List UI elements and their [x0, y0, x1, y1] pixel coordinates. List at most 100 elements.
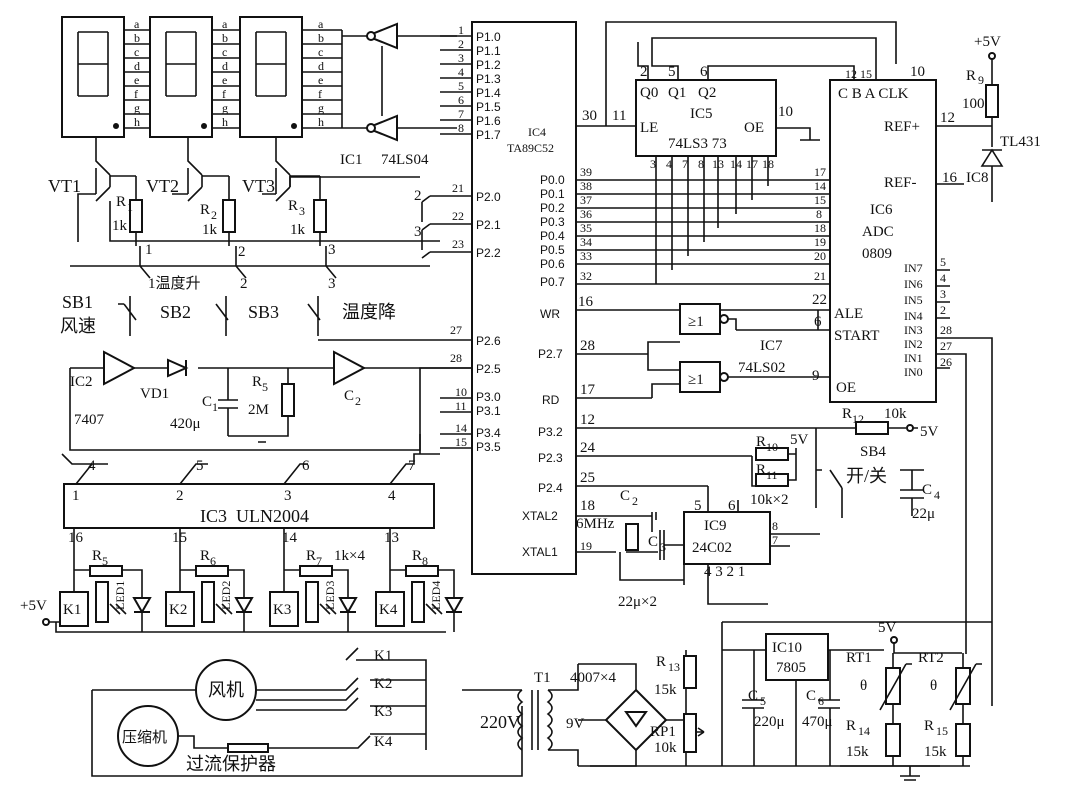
bridge-label: 4007×4: [570, 670, 616, 686]
ic6-in0: IN0: [904, 365, 923, 379]
r11-name: R: [756, 462, 766, 478]
relay-drivers: +5V K1 LED1 R 5 K2 LED2 R 6 K3 LED3 R 7 …: [20, 528, 464, 633]
seg-label: e: [222, 73, 227, 87]
pin-num: 7: [772, 533, 778, 547]
pin-num: 28: [580, 338, 595, 354]
seg-label: e: [318, 73, 323, 87]
c6-name: C: [806, 688, 816, 704]
ic7-gates: ≥1 ≥1 IC7 74LS02 9: [647, 303, 830, 398]
pin-num: 22: [452, 209, 464, 223]
ic3-uln2004: IC3 ULN2004 4 5 6 7 1 2 3 4 16 15 14 13: [61, 434, 440, 546]
pin-p0-1: P0.1: [540, 187, 565, 201]
ic9-bottom: 4 3 2 1: [704, 564, 745, 580]
ic3-in: 4: [88, 458, 96, 474]
psu-sensors: R 13 15k RP1 10k IC10 7805 C 5 220μ C 6 …: [590, 620, 992, 781]
display-1: [61, 16, 125, 138]
seg-label: d: [318, 59, 324, 73]
tl431-label: TL431: [1000, 134, 1041, 150]
ic2-type: 7407: [74, 412, 105, 428]
contact-k3: K3: [374, 704, 392, 720]
pin-num: 24: [580, 440, 596, 456]
protector-label: 过流保护器: [186, 754, 276, 774]
ic5-latch: Q0 Q1 Q2 IC5 LE 74LS3 73 OE 10 2 5 6 12 …: [635, 37, 877, 284]
pin-p0-2: P0.2: [540, 201, 565, 215]
ic6-ale: ALE: [834, 306, 863, 322]
display-3: [239, 16, 303, 138]
pin-p2-7: P2.7: [538, 347, 563, 361]
seg-label: b: [134, 31, 140, 45]
pin-num: 39: [580, 165, 592, 179]
seg-label: g: [222, 101, 228, 115]
pin-num: 10: [910, 64, 925, 80]
relay-k3: K3: [273, 602, 291, 618]
pin-p0-3: P0.3: [540, 215, 565, 229]
supply-5v-d: 5V: [878, 620, 897, 636]
contact-k4: K4: [374, 734, 393, 750]
pin-num: 8: [458, 121, 464, 135]
pin-num: 19: [580, 539, 592, 553]
r14-sub: 14: [858, 724, 870, 738]
r-relay-value: 1k×4: [334, 548, 365, 564]
pin-num: 12: [580, 412, 595, 428]
pin-xtal2: XTAL2: [522, 509, 558, 523]
r12-sub: 12: [852, 412, 864, 426]
xtal-value: 22μ×2: [618, 594, 657, 610]
seg-label: c: [318, 45, 323, 59]
pin-p0-7: P0.7: [540, 275, 565, 289]
pin-num: 5: [694, 498, 702, 514]
pin-num: 7: [458, 107, 464, 121]
ic4-mcu: IC4 TA89C52 P1.0 P1.1 P1.2 P1.3 P1.4 P1.…: [318, 21, 897, 575]
sb2-label: SB2: [160, 302, 191, 322]
pin-p3-1: P3.1: [476, 404, 501, 418]
pin-num: 22: [812, 292, 827, 308]
seg-label: e: [134, 73, 139, 87]
ic3-type: ULN2004: [236, 506, 309, 526]
pin-p1-5: P1.5: [476, 100, 501, 114]
pin-p3-0: P3.0: [476, 390, 501, 404]
sb4-text: 开/关: [846, 466, 887, 486]
ic5-oe: OE: [744, 120, 764, 136]
r12-name: R: [842, 406, 852, 422]
r12-value: 10k: [884, 406, 907, 422]
ic6-in4: IN4: [904, 309, 923, 323]
pin-p0-4: P0.4: [540, 229, 565, 243]
wire-num-2: 2: [414, 188, 422, 204]
pin-p1-4: P1.4: [476, 86, 501, 100]
supply-5v-c: 5V: [790, 432, 809, 448]
pin-p1-1: P1.1: [476, 44, 501, 58]
c5-name: C: [748, 688, 758, 704]
r9-name: R: [966, 68, 976, 84]
pin-num: 25: [580, 470, 595, 486]
pin-num: 5: [940, 255, 946, 269]
xtal-cap-sub: 2: [632, 494, 638, 508]
vt1-label: VT1: [48, 176, 81, 196]
c4-name: C: [922, 482, 932, 498]
r10-name: R: [756, 434, 766, 450]
key-num-3: 3: [328, 242, 336, 258]
r1-value: 1k: [112, 218, 128, 234]
c6-value: 470μ: [802, 714, 833, 730]
pin-p2-1: P2.1: [476, 218, 501, 232]
c2-buffer-sub: 2: [355, 394, 361, 408]
r-relay-sub: 6: [210, 554, 216, 568]
rp1-value: 10k: [654, 740, 677, 756]
r-relay-sub: 5: [102, 554, 108, 568]
r5-sub: 5: [262, 380, 268, 394]
keypad: 1 2 3 1温度升 2 3 SB1 风速 SB2 SB3 温度降: [60, 242, 430, 336]
pin-num: 4: [666, 157, 672, 171]
pin-num: 35: [580, 221, 592, 235]
pin-num: 30: [582, 108, 597, 124]
pin-num: 37: [580, 193, 592, 207]
sb3-label: SB3: [248, 302, 279, 322]
r5-name: R: [252, 374, 262, 390]
pin-num: 8: [698, 157, 704, 171]
seg-label: a: [318, 17, 324, 31]
pin-num: 27: [450, 323, 462, 337]
ic4-label: IC4: [528, 125, 546, 139]
c5-value: 220μ: [754, 714, 785, 730]
rt2-label: RT2: [918, 650, 944, 666]
pin-num: 21: [814, 269, 826, 283]
seg-label: c: [222, 45, 227, 59]
pin-p2-4: P2.4: [538, 481, 563, 495]
seg-label: a: [222, 17, 228, 31]
